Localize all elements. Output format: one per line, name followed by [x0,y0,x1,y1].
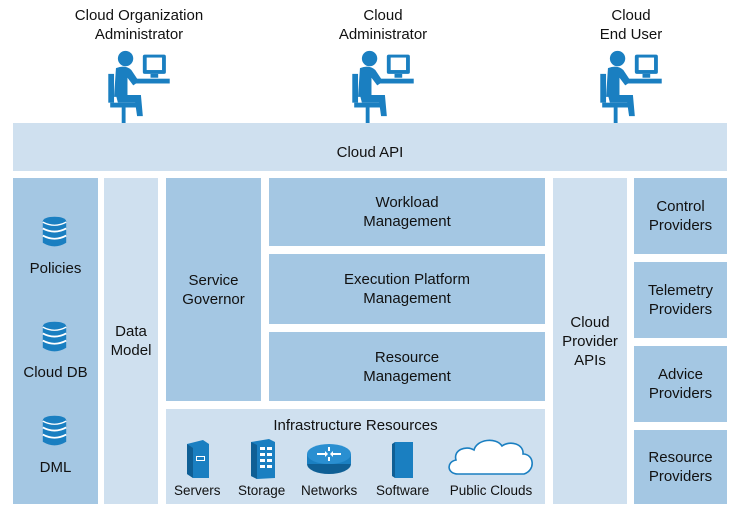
user-cloud-organization-administrator: Cloud Organization Administrator [39,6,239,143]
database-icon [41,320,68,354]
control-providers-label: Control Providers [648,198,713,234]
servers-item: Servers [174,438,221,499]
software-icon [391,442,413,478]
router-icon [307,444,352,474]
resource-management-label: Resource Management [363,348,451,385]
database-icon [41,215,68,249]
software-label: Software [376,483,430,498]
user-label: Cloud Organization Administrator [74,7,204,43]
resource-providers-label: Resource Providers [648,449,713,485]
servers-label: Servers [174,483,221,498]
server-icon [187,440,210,478]
advice-providers-label: Advice Providers [648,366,713,402]
advice-providers-box: Advice Providers [634,346,727,422]
public-clouds-item: Public Clouds [444,434,538,499]
data-model-box: Data Model [104,178,158,504]
infrastructure-resources-title: Infrastructure Resources [273,417,438,434]
storage-item: Storage [238,438,285,499]
cloud-provider-apis-box: Cloud Provider APIs [553,178,627,504]
resource-providers-box: Resource Providers [634,430,727,504]
user-cloud-end-user: Cloud End User [531,6,731,143]
cloud-db-label: Cloud DB [23,364,88,381]
user-label: Cloud Administrator [338,7,428,43]
cloud-api-bar: Cloud API [13,123,727,171]
telemetry-providers-label: Telemetry Providers [647,282,714,318]
database-icon [41,414,68,448]
cloud-icon [448,439,533,475]
storage-icon [250,439,275,479]
resource-management-box: Resource Management [269,332,545,401]
cloud-provider-apis-label: Cloud Provider APIs [562,313,618,369]
execution-platform-management-label: Execution Platform Management [344,271,470,307]
networks-label: Networks [301,483,358,498]
workload-management-box: Workload Management [269,178,545,246]
user-label: Cloud End User [599,7,663,43]
service-governor-box: Service Governor [166,178,261,401]
dml-label: DML [39,459,72,476]
public-clouds-label: Public Clouds [449,483,533,498]
storage-label: Storage [238,483,286,498]
software-item: Software [376,438,429,499]
execution-platform-management-box: Execution Platform Management [269,254,545,324]
networks-item: Networks [301,438,357,499]
control-providers-box: Control Providers [634,178,727,254]
data-model-label: Data Model [110,323,152,359]
user-cloud-administrator: Cloud Administrator [283,6,483,143]
service-governor-label: Service Governor [182,271,245,308]
workload-management-label: Workload Management [363,194,451,230]
cloud-api-label: Cloud API [336,143,404,161]
policies-label: Policies [29,260,82,277]
telemetry-providers-box: Telemetry Providers [634,262,727,338]
